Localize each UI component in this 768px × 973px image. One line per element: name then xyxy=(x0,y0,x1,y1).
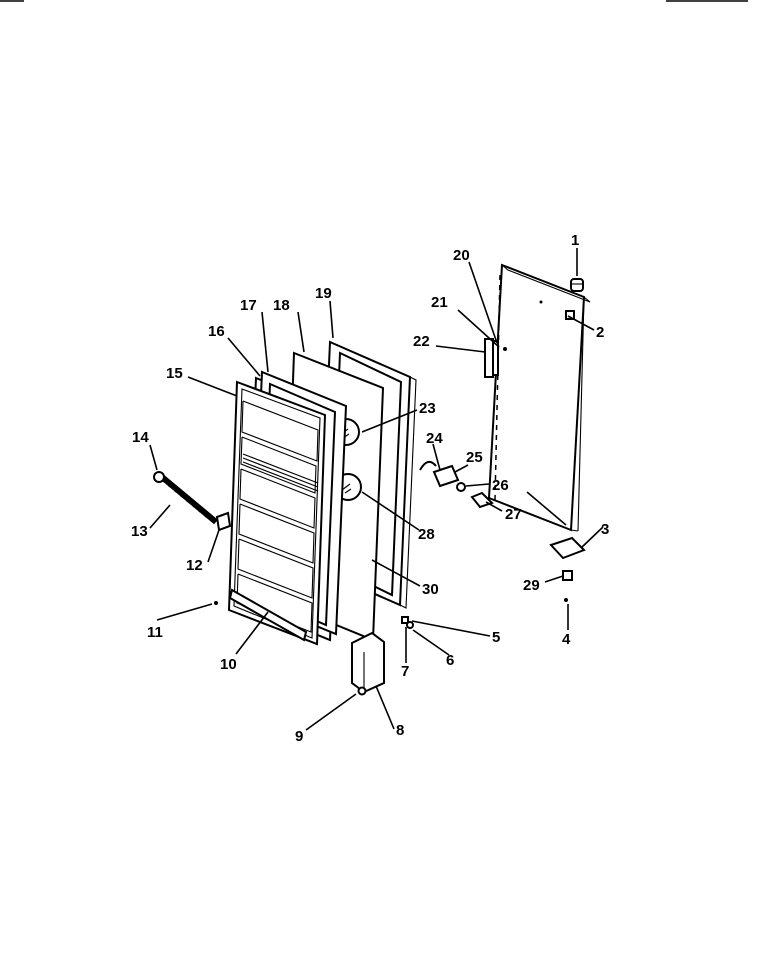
part-label-22: 22 xyxy=(413,333,430,350)
bottom-hinge xyxy=(549,536,586,560)
part-label-20: 20 xyxy=(453,247,470,264)
part-label-21: 21 xyxy=(431,294,448,311)
part-label-26: 26 xyxy=(492,477,509,494)
handle-screw-21 xyxy=(503,347,507,351)
leader-lines xyxy=(149,248,604,731)
outer-door-panel xyxy=(487,263,591,532)
part-label-5: 5 xyxy=(492,629,500,646)
latch-washer xyxy=(456,482,466,492)
top-hinge-cap xyxy=(570,278,584,292)
part-label-25: 25 xyxy=(466,449,483,466)
part-label-19: 19 xyxy=(315,285,332,302)
part-label-1: 1 xyxy=(571,232,579,249)
part-label-13: 13 xyxy=(131,523,148,540)
part-label-24: 24 xyxy=(426,430,443,447)
rod-bracket xyxy=(215,511,232,532)
bottom-hinge-cover xyxy=(351,631,385,694)
part-label-30: 30 xyxy=(422,581,439,598)
part-label-11: 11 xyxy=(147,624,163,641)
part-label-10: 10 xyxy=(220,656,237,673)
latch-striker xyxy=(432,464,460,488)
part-label-29: 29 xyxy=(523,577,540,594)
part-label-18: 18 xyxy=(273,297,290,314)
part-label-6: 6 xyxy=(446,652,454,669)
part-label-9: 9 xyxy=(295,728,303,745)
hinge-pin-29 xyxy=(562,570,573,581)
part-label-16: 16 xyxy=(208,323,225,340)
part-label-15: 15 xyxy=(166,365,183,382)
part-labels: 1 2 3 4 5 6 7 8 9 10 11 12 13 14 15 16 1… xyxy=(131,232,609,745)
part-label-2: 2 xyxy=(596,324,604,341)
screw-9 xyxy=(357,686,367,696)
latch-wire xyxy=(419,460,437,471)
shelf-rod xyxy=(160,474,218,525)
part-label-7: 7 xyxy=(401,663,409,680)
latch-cap xyxy=(470,491,494,509)
door-liner-with-shelves xyxy=(227,380,327,646)
rod-end-cap xyxy=(153,471,165,483)
washer-6 xyxy=(406,621,414,629)
part-label-14: 14 xyxy=(132,429,149,446)
part-label-28: 28 xyxy=(418,526,435,543)
part-label-3: 3 xyxy=(601,521,609,538)
door-dashed-edge xyxy=(494,274,501,501)
part-label-27: 27 xyxy=(505,506,522,523)
hinge-screw-4 xyxy=(564,598,568,602)
part-label-4: 4 xyxy=(562,631,571,648)
part-label-12: 12 xyxy=(186,557,203,574)
part-label-17: 17 xyxy=(240,297,257,314)
bushing-5 xyxy=(401,616,409,624)
bottom-trim-strip xyxy=(228,588,308,642)
screw-11 xyxy=(214,601,218,605)
part-label-23: 23 xyxy=(419,400,436,417)
part-label-8: 8 xyxy=(396,722,404,739)
